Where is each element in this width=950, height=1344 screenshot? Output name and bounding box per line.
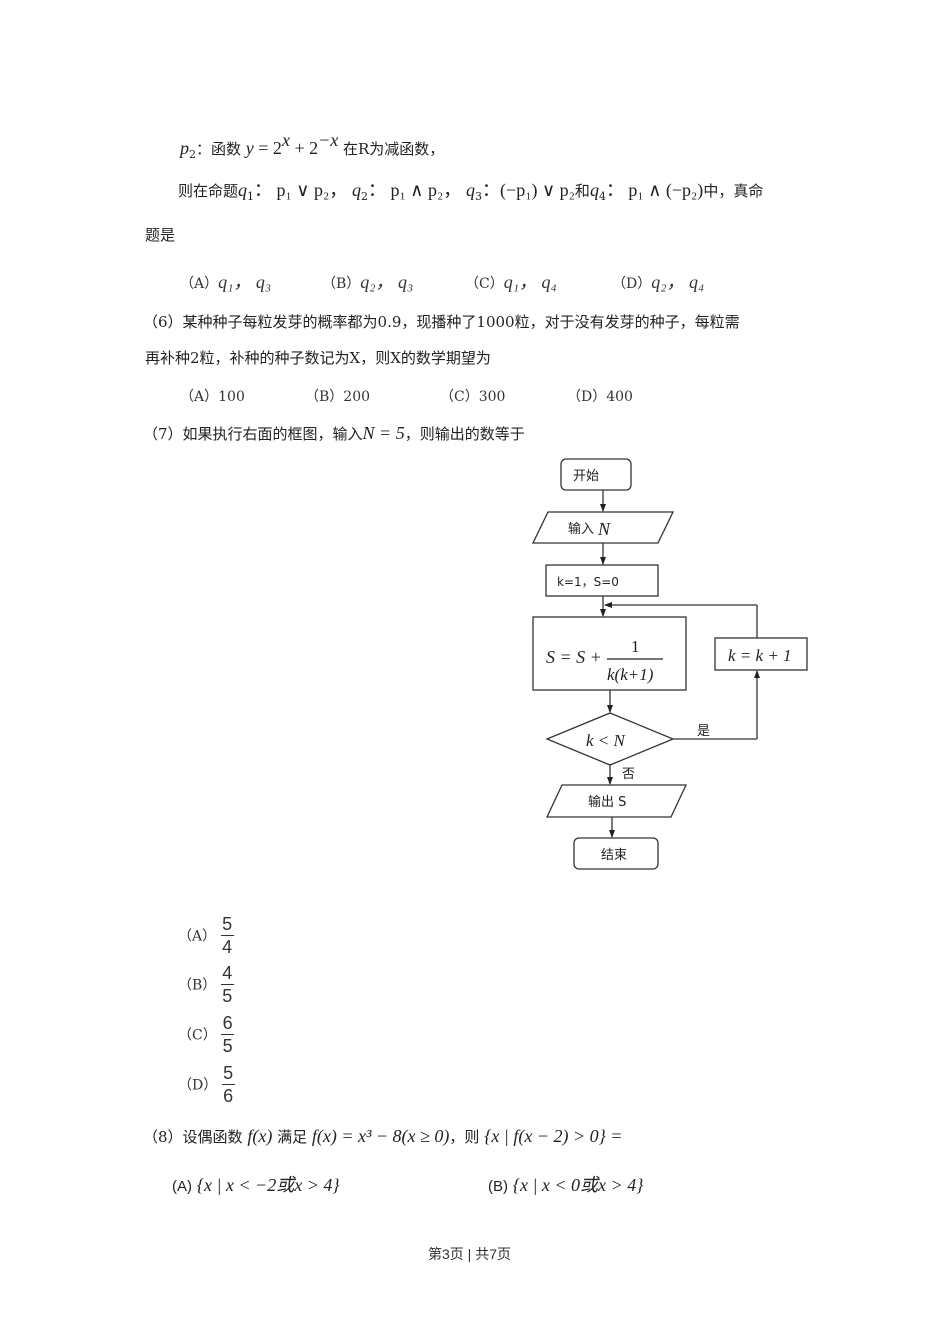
flowchart-process-num: 1 <box>631 637 640 656</box>
flowchart-init-label: k=1，S=0 <box>557 575 619 589</box>
flowchart-output-label: 输出 S <box>588 794 626 810</box>
flowchart-input-box <box>531 511 675 544</box>
flowchart-increment-label: k = k + 1 <box>728 646 792 665</box>
q6-stem-line2: 再补种2粒，补种的种子数记为X，则X的数学期望为 <box>145 349 491 367</box>
flowchart-input-var: N <box>597 519 611 539</box>
q5-option-d: （D）q₂， q₄ <box>612 272 705 292</box>
q5-option-b: （B）q₂， q₃ <box>322 272 414 292</box>
flowchart-condition-label: k < N <box>586 731 627 750</box>
flowchart-process-lhs: S = S + <box>546 647 602 667</box>
flowchart-end-box <box>573 837 659 870</box>
flowchart-init-box <box>545 564 659 597</box>
flowchart-increment-box <box>714 637 808 671</box>
q8-option-b: (B) {x | x < 0或x > 4} <box>488 1175 644 1195</box>
flowchart-end-label: 结束 <box>601 848 627 863</box>
q8-stem: （8）设偶函数 f(x) 满足 f(x) = x³ − 8(x ≥ 0)，则 {… <box>143 1126 623 1146</box>
q6-option-d: （D）400 <box>567 389 633 405</box>
q6-option-b: （B）200 <box>305 389 371 405</box>
page-footer: 第3页 | 共7页 <box>428 1246 511 1262</box>
q6-stem-line1: （6）某种种子每粒发芽的概率都为0.9，现播种了1000粒，对于没有发芽的种子，… <box>143 313 740 331</box>
q8-option-a: (A) {x | x < −2或x > 4} <box>172 1175 340 1195</box>
flowchart: 开始 输入 N k=1，S=0 S = S + 1 k(k+1) k = k +… <box>531 458 808 870</box>
q5-option-c: （C）q₁， q₄ <box>465 272 557 292</box>
propositions-q-line: 则在命题q1： p₁ ∨ p₂， q2： p₁ ∧ p₂， q3：(−p₁) ∨… <box>178 180 764 203</box>
q6-option-a: （A）100 <box>180 389 245 405</box>
q5-option-a: （A）q₁， q₃ <box>180 272 272 292</box>
q7-stem: （7）如果执行右面的框图，输入N = 5，则输出的数等于 <box>143 423 525 443</box>
flowchart-start-label: 开始 <box>573 469 599 484</box>
proposition-p2: p2：函数 y = 2x + 2−x 在R为减函数， <box>180 130 445 161</box>
flowchart-no-label: 否 <box>622 767 635 782</box>
flowchart-process-den: k(k+1) <box>607 665 654 684</box>
flowchart-start-box <box>560 458 632 491</box>
flowchart-yes-label: 是 <box>697 724 710 739</box>
flowchart-output-box <box>545 784 688 818</box>
propositions-q-line-cont: 题是 <box>145 226 176 244</box>
q6-option-c: （C）300 <box>440 389 506 405</box>
flowchart-input-label: 输入 <box>568 521 594 537</box>
